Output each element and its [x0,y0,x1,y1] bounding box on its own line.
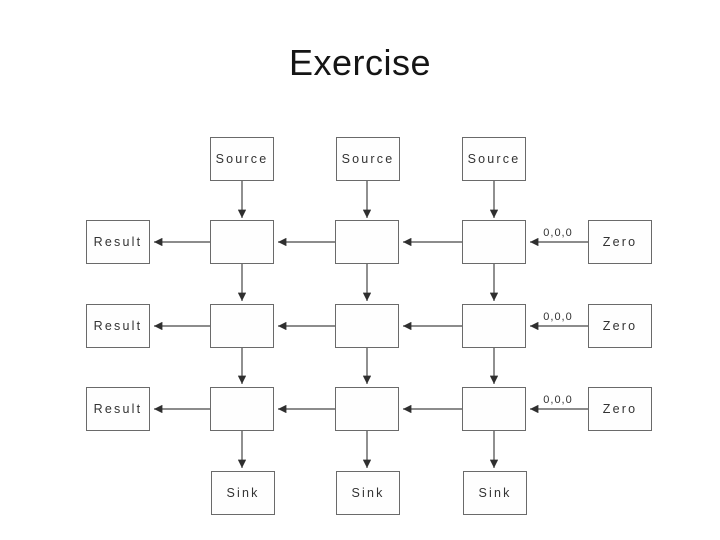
zero-node-2: Zero [588,304,652,348]
sink-node-1: Sink [211,471,275,515]
grid-node-1-3 [462,220,526,264]
zero-node-1: Zero [588,220,652,264]
grid-node-3-2 [335,387,399,431]
slide-title: Exercise [288,42,432,83]
edge-label-zero1: 0,0,0 [543,227,573,239]
grid-node-3-1 [210,387,274,431]
grid-node-1-1 [210,220,274,264]
edge-label-zero3: 0,0,0 [543,394,573,406]
grid-node-2-1 [210,304,274,348]
sink-node-3: Sink [463,471,527,515]
grid-node-2-2 [335,304,399,348]
sink-node-2: Sink [336,471,400,515]
source-node-3: Source [462,137,526,181]
zero-node-3: Zero [588,387,652,431]
edge-label-zero2: 0,0,0 [543,311,573,323]
grid-node-3-3 [462,387,526,431]
grid-node-1-2 [335,220,399,264]
source-node-1: Source [210,137,274,181]
result-node-3: Result [86,387,150,431]
result-node-1: Result [86,220,150,264]
source-node-2: Source [336,137,400,181]
result-node-2: Result [86,304,150,348]
grid-node-2-3 [462,304,526,348]
